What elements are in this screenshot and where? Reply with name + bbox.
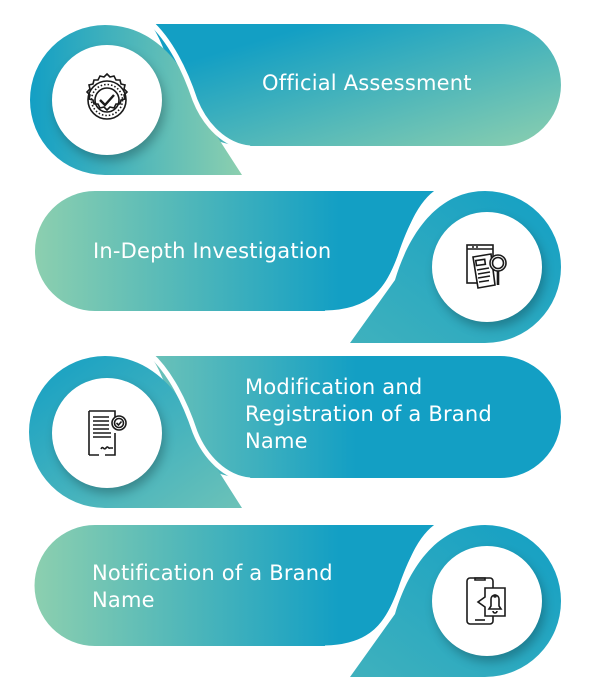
step-label-line: Registration of a Brand bbox=[245, 402, 492, 426]
icon-circle bbox=[432, 546, 542, 656]
step-official-assessment: Official Assessment bbox=[0, 0, 600, 180]
document-magnifier-icon bbox=[466, 244, 507, 289]
icon-circle bbox=[52, 378, 162, 488]
icon-circle bbox=[432, 212, 542, 322]
step-label: Modification and Registration of a Brand… bbox=[245, 374, 492, 455]
step-label-line: Modification and bbox=[245, 375, 423, 399]
step-label: In-Depth Investigation bbox=[93, 239, 332, 263]
step-label: Official Assessment bbox=[262, 71, 472, 95]
step-label-line: Name bbox=[245, 429, 308, 453]
step-label: Notification of a Brand Name bbox=[92, 560, 333, 614]
step-notification: Notification of a Brand Name bbox=[0, 515, 600, 695]
certificate-badge-check-icon bbox=[85, 72, 129, 120]
step-modification-registration: Modification and Registration of a Brand… bbox=[0, 350, 600, 520]
step-label-line: Name bbox=[92, 588, 155, 612]
step-in-depth-investigation: In-Depth Investigation bbox=[0, 185, 600, 350]
phone-bell-notification-icon bbox=[466, 577, 506, 625]
step-label-line: Notification of a Brand bbox=[92, 561, 333, 585]
icon-circle bbox=[52, 45, 162, 155]
signed-document-check-icon bbox=[88, 410, 127, 456]
